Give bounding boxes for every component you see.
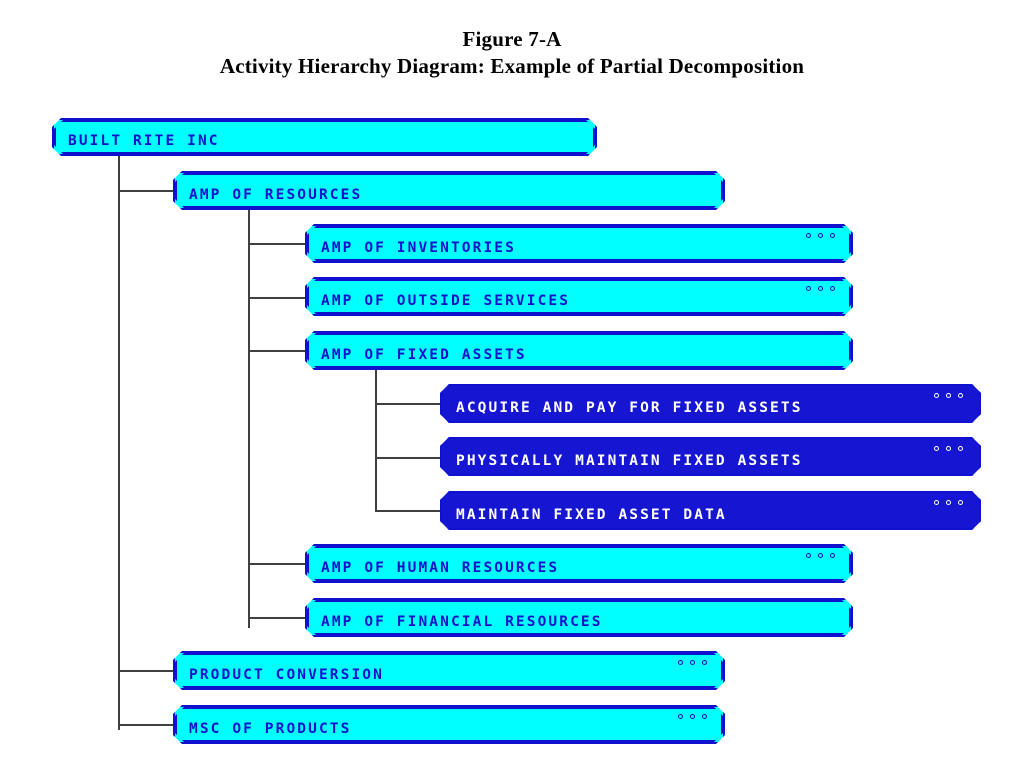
connector-branch-human-resources [248, 563, 306, 565]
three-circles-icon [806, 286, 835, 291]
circle-icon [690, 714, 695, 719]
connector-trunk-resources [248, 210, 250, 628]
node-label: AMP OF FIXED ASSETS [321, 347, 527, 363]
circle-icon [830, 553, 835, 558]
node-label: AMP OF HUMAN RESOURCES [321, 560, 560, 576]
figure-number-title: Figure 7-A [462, 27, 562, 51]
node-label: MSC OF PRODUCTS [189, 721, 352, 737]
three-circles-icon [806, 233, 835, 238]
node-label: AMP OF OUTSIDE SERVICES [321, 293, 571, 309]
node-label: PRODUCT CONVERSION [189, 667, 384, 683]
circle-icon [934, 393, 939, 398]
node-label: ACQUIRE AND PAY FOR FIXED ASSETS [456, 400, 803, 416]
node-acquire-and-pay-for-fixed-assets[interactable]: ACQUIRE AND PAY FOR FIXED ASSETS [440, 384, 981, 423]
circle-icon [958, 393, 963, 398]
three-circles-icon [934, 393, 963, 398]
three-circles-icon [806, 553, 835, 558]
circle-icon [678, 714, 683, 719]
circle-icon [806, 233, 811, 238]
node-label: MAINTAIN FIXED ASSET DATA [456, 507, 727, 523]
circle-icon [818, 553, 823, 558]
node-amp-of-resources[interactable]: AMP OF RESOURCES [173, 171, 725, 210]
connector-branch-resources [118, 190, 174, 192]
node-product-conversion[interactable]: PRODUCT CONVERSION [173, 651, 725, 690]
node-amp-of-human-resources[interactable]: AMP OF HUMAN RESOURCES [305, 544, 853, 583]
three-circles-icon [678, 660, 707, 665]
connector-trunk-fixed-assets [375, 370, 377, 511]
node-label: AMP OF INVENTORIES [321, 240, 516, 256]
connector-branch-msc-products [118, 724, 174, 726]
circle-icon [934, 500, 939, 505]
figure-title-block: Figure 7-A Activity Hierarchy Diagram: E… [0, 26, 1024, 80]
node-maintain-fixed-asset-data[interactable]: MAINTAIN FIXED ASSET DATA [440, 491, 981, 530]
connector-branch-outside-services [248, 297, 306, 299]
node-amp-of-fixed-assets[interactable]: AMP OF FIXED ASSETS [305, 331, 853, 370]
circle-icon [690, 660, 695, 665]
figure-caption-title: Activity Hierarchy Diagram: Example of P… [219, 53, 805, 78]
circle-icon [678, 660, 683, 665]
circle-icon [830, 233, 835, 238]
circle-icon [702, 714, 707, 719]
circle-icon [818, 286, 823, 291]
node-label: AMP OF FINANCIAL RESOURCES [321, 614, 603, 630]
circle-icon [958, 446, 963, 451]
connector-branch-fixed-assets [248, 350, 306, 352]
circle-icon [946, 446, 951, 451]
circle-icon [946, 393, 951, 398]
node-msc-of-products[interactable]: MSC OF PRODUCTS [173, 705, 725, 744]
connector-branch-product-conversion [118, 670, 174, 672]
node-label: BUILT RITE INC [68, 133, 220, 149]
circle-icon [934, 446, 939, 451]
node-amp-of-inventories[interactable]: AMP OF INVENTORIES [305, 224, 853, 263]
circle-icon [806, 286, 811, 291]
circle-icon [958, 500, 963, 505]
circle-icon [702, 660, 707, 665]
node-label: PHYSICALLY MAINTAIN FIXED ASSETS [456, 453, 803, 469]
three-circles-icon [934, 446, 963, 451]
connector-branch-physically-maintain [375, 457, 441, 459]
connector-branch-inventories [248, 243, 306, 245]
circle-icon [830, 286, 835, 291]
circle-icon [946, 500, 951, 505]
three-circles-icon [678, 714, 707, 719]
node-label: AMP OF RESOURCES [189, 187, 363, 203]
node-physically-maintain-fixed-assets[interactable]: PHYSICALLY MAINTAIN FIXED ASSETS [440, 437, 981, 476]
connector-trunk-root [118, 156, 120, 730]
connector-branch-maintain-data [375, 510, 441, 512]
connector-branch-acquire-pay [375, 403, 441, 405]
circle-icon [806, 553, 811, 558]
node-amp-of-outside-services[interactable]: AMP OF OUTSIDE SERVICES [305, 277, 853, 316]
node-built-rite-inc[interactable]: BUILT RITE INC [52, 118, 597, 156]
three-circles-icon [934, 500, 963, 505]
connector-branch-financial-resources [248, 617, 306, 619]
node-amp-of-financial-resources[interactable]: AMP OF FINANCIAL RESOURCES [305, 598, 853, 637]
circle-icon [818, 233, 823, 238]
